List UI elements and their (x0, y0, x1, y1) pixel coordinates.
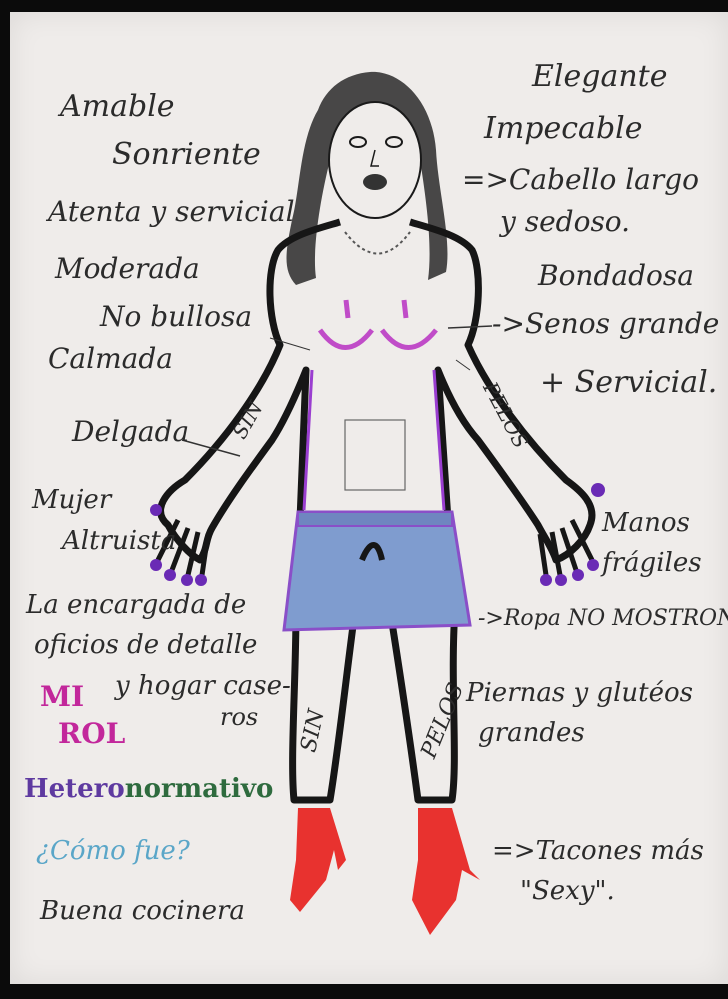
chest-marks (320, 300, 436, 348)
right-hand-nails (540, 483, 605, 586)
label-impecable: Impecable (484, 114, 643, 144)
label-como-fue: ¿Cómo fue? (36, 838, 190, 864)
necklace (345, 232, 410, 254)
label-piernas-1: Piernas y glutéos (466, 680, 693, 706)
label-encargada-4: ros (220, 705, 258, 729)
label-sonriente: Sonriente (112, 140, 261, 170)
label-manos-1: Manos (602, 510, 690, 536)
mouth (363, 174, 387, 190)
label-encargada-3: y hogar case- (115, 673, 291, 699)
label-buena-cocinera: Buena cocinera (40, 898, 245, 924)
label-bondadosa: Bondadosa (538, 262, 694, 290)
label-atenta: Atenta y servicial (48, 198, 295, 226)
skirt-waistband (298, 512, 452, 526)
label-heteronormativo: Heteronormativo (24, 776, 273, 802)
label-amable: Amable (60, 92, 175, 122)
label-tacones-1: =>Tacones más (492, 838, 704, 864)
label-encargada-1: La encargada de (26, 592, 246, 618)
label-no-bullosa: No bullosa (100, 303, 252, 331)
label-ropa: ->Ropa NO MOSTRONA (478, 608, 728, 630)
right-heel (412, 808, 480, 935)
label-encargada-2: oficios de detalle (34, 632, 257, 658)
right-arm-line (456, 360, 470, 370)
label-piernas-2: grandes (478, 720, 585, 746)
label-altruista: Altruista (62, 528, 176, 554)
label-calmada: Calmada (48, 345, 173, 373)
label-senos: ->Senos grande (492, 310, 719, 338)
label-cabello-1: =>Cabello largo (462, 166, 699, 194)
label-tacones-2: "Sexy". (520, 878, 615, 904)
label-manos-2: frágiles (602, 550, 702, 576)
left-heel (290, 808, 346, 912)
label-hetero-part-b: normativo (125, 774, 274, 804)
label-mi: MI (40, 683, 84, 711)
label-delgada: Delgada (72, 418, 189, 446)
label-moderada: Moderada (55, 255, 200, 283)
abdomen-sketch (345, 420, 405, 490)
face (329, 102, 421, 218)
label-rol: ROL (58, 720, 125, 748)
waist-lines (304, 370, 444, 510)
label-cabello-2: y sedoso. (500, 208, 630, 236)
label-elegante: Elegante (532, 62, 667, 92)
label-mujer: Mujer (32, 487, 111, 513)
skirt (284, 512, 470, 630)
label-hetero-part-a: Hetero (24, 774, 125, 804)
senos-arrow (448, 326, 492, 328)
label-servicial: + Servicial. (540, 368, 717, 398)
